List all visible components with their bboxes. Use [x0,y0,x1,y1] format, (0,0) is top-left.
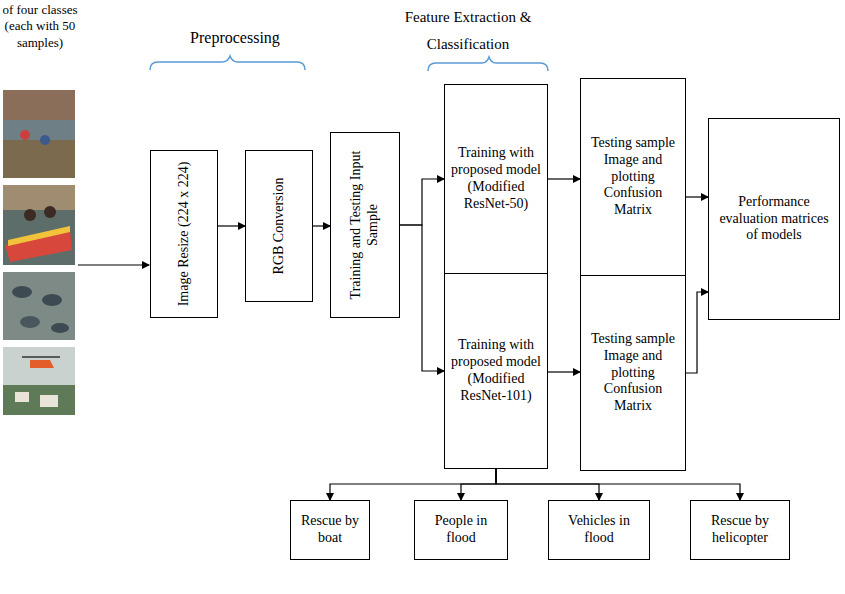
connector-arrow [218,225,245,226]
connector-arrow [313,225,330,226]
input-arrow [78,264,149,265]
process-box: Testing sample Image and plotting Confus… [580,78,686,276]
preprocessing-bracket [150,56,305,70]
vehicles-flood-photo [3,272,75,340]
stage-heading: Feature Extraction & Classification [378,4,558,58]
box-label: RGB Conversion [271,157,288,295]
box-label: People in flood [415,513,507,547]
box-label: Image Resize (224 x 224) [176,157,193,311]
process-box: Image Resize (224 x 224) [150,150,218,318]
connector-arrow [548,178,580,179]
connector-arrow [461,469,496,500]
box-label: Training and Testing Input Sample [348,139,382,311]
connector-arrow [686,292,708,373]
input-note: of four classes (each with 50 samples) [0,2,80,51]
connector-arrow [548,371,580,372]
box-label: Rescue by helicopter [691,513,789,547]
boat-rescue-photo [3,185,75,265]
process-box: Training and Testing Input Sample [330,132,400,318]
process-box: RGB Conversion [245,150,313,302]
class-box: Rescue by helicopter [690,500,790,560]
model-box: Training with proposed model (Modified R… [444,273,548,469]
box-label: Testing sample Image and plotting Confus… [581,135,685,219]
box-label: Vehicles in flood [549,513,649,547]
connector-arrow [686,196,708,197]
flood-street-photo [3,90,75,178]
model-box: Training with proposed model (Modified R… [444,84,548,274]
class-box: Rescue by boat [290,500,370,560]
class-box: Vehicles in flood [548,500,650,560]
box-label: Rescue by boat [291,513,369,547]
box-label: Training with proposed model (Modified R… [445,145,547,212]
helicopter-rescue-photo [3,347,75,415]
box-label: Performance evaluation matrices of model… [709,194,839,244]
connector-arrow [330,469,496,500]
output-box: Performance evaluation matrices of model… [708,118,840,320]
class-box: People in flood [414,500,508,560]
box-label: Testing sample Image and plotting Confus… [581,331,685,415]
connector-arrow [400,179,444,225]
feature-bracket [428,57,548,71]
stage-heading: Preprocessing [160,28,310,47]
connector-arrow [496,469,740,500]
process-box: Testing sample Image and plotting Confus… [580,275,686,471]
connector-arrow [400,225,444,371]
box-label: Training with proposed model (Modified R… [445,337,547,404]
